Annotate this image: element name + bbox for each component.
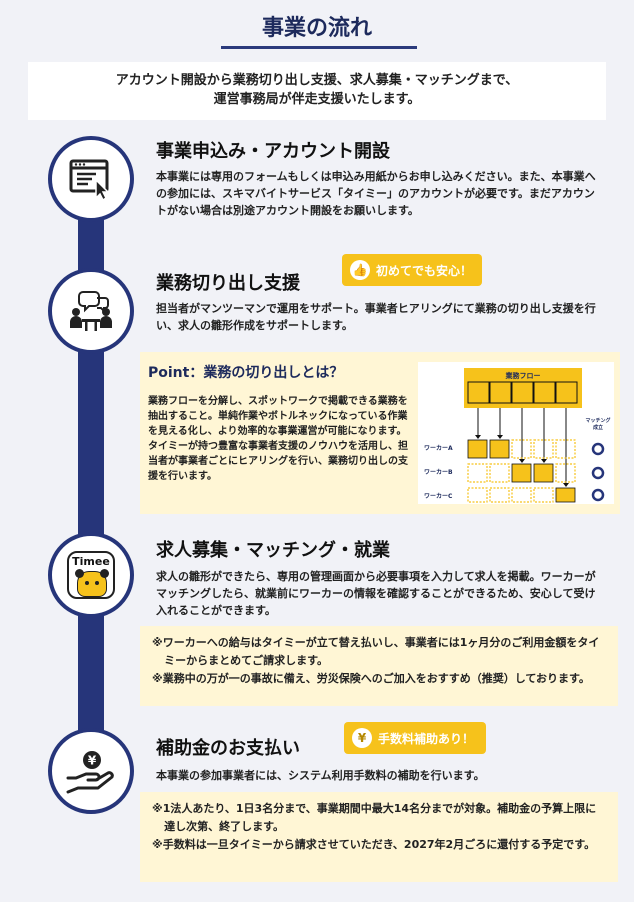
app-icon-label: Timee: [72, 555, 110, 568]
title-underline: [221, 46, 417, 49]
step-3-description: 求人の雛形ができたら、専用の管理画面から必要事項を入力して求人を掲載。ワーカーが…: [156, 570, 596, 617]
step-2-circle: [48, 268, 134, 354]
yen-coin-icon: ¥: [352, 728, 372, 748]
intro-box: アカウント開設から業務切り出し支援、求人募集・マッチングまで、 運営事務局が伴走…: [28, 62, 606, 120]
yen-hand-icon: ¥: [66, 751, 114, 794]
step-1-title: 事業申込み・アカウント開設: [156, 141, 390, 162]
reassurance-badge: 👍 初めてでも安心！: [342, 254, 482, 286]
note-subsidy-limit: ※1法人あたり、1日3名分まで、事業期間中最大14名分までが対象。補助金の予算上…: [152, 802, 597, 833]
worker-b-label: ワーカーB: [424, 469, 453, 476]
matching-label: マッチング成立: [585, 417, 610, 431]
timeline-bar: [78, 172, 104, 764]
step-2-title: 業務切り出し支援: [156, 273, 300, 294]
step-4-description: 本事業の参加事業者には、システム利用手数料の補助を行います。: [156, 769, 485, 782]
intro-line-1: アカウント開設から業務切り出し支援、求人募集・マッチングまで、: [115, 73, 519, 88]
note-fee-refund: ※手数料は一旦タイミーから請求させていただき、2027年2月ごろに還付する予定で…: [152, 838, 596, 851]
note-insurance: ※業務中の万が一の事故に備え、労災保険へのご加入をおすすめ（推奨）しております。: [152, 672, 590, 685]
subsidy-badge: ¥ 手数料補助あり！: [344, 722, 486, 754]
step-1-circle: [48, 136, 134, 222]
worker-c-label: ワーカーC: [424, 493, 453, 500]
point-box: Point：業務の切り出しとは？ 業務フローを分解し、スポットワークで掲載できる…: [140, 352, 620, 514]
meeting-icon: [70, 291, 112, 331]
subsidy-badge-label: 手数料補助あり！: [378, 731, 475, 746]
thumbs-up-icon: 👍: [350, 260, 370, 280]
step-4-circle: ¥: [48, 728, 134, 814]
workflow-diagram: 業務フロー マッチング成立 ワーカーA: [418, 362, 614, 504]
reassurance-badge-label: 初めてでも安心！: [376, 263, 473, 278]
flow-label: 業務フロー: [505, 371, 541, 380]
point-title: Point：業務の切り出しとは？: [148, 365, 344, 381]
step-4-notes: ※1法人あたり、1日3名分まで、事業期間中最大14名分までが対象。補助金の予算上…: [140, 792, 618, 882]
step-3-circle: Timee: [48, 532, 134, 618]
note-payment: ※ワーカーへの給与はタイミーが立て替え払いし、事業者には1ヶ月分のご利用金額をタ…: [152, 636, 600, 667]
step-3-notes: ※ワーカーへの給与はタイミーが立て替え払いし、事業者には1ヶ月分のご利用金額をタ…: [140, 626, 618, 706]
browser-form-icon: [69, 159, 110, 202]
step-2-description: 担当者がマンツーマンで運用をサポート。事業者ヒアリングにて業務の切り出し支援を行…: [156, 302, 596, 332]
point-body: 業務フローを分解し、スポットワークで掲載できる業務を抽出すること。単純作業やボト…: [148, 396, 408, 482]
intro-line-2: 運営事務局が伴走支援いたします。: [213, 92, 421, 107]
step-1-description: 本事業には専用のフォームもしくは申込み用紙からお申し込みください。また、本事業へ…: [156, 170, 596, 217]
step-4-title: 補助金のお支払い: [156, 738, 300, 759]
worker-a-label: ワーカーA: [424, 445, 453, 452]
step-3-title: 求人募集・マッチング・就業: [156, 540, 390, 561]
page-title: 事業の流れ: [261, 16, 372, 41]
timee-app-icon: Timee: [67, 551, 115, 599]
svg-text:¥: ¥: [88, 754, 97, 768]
